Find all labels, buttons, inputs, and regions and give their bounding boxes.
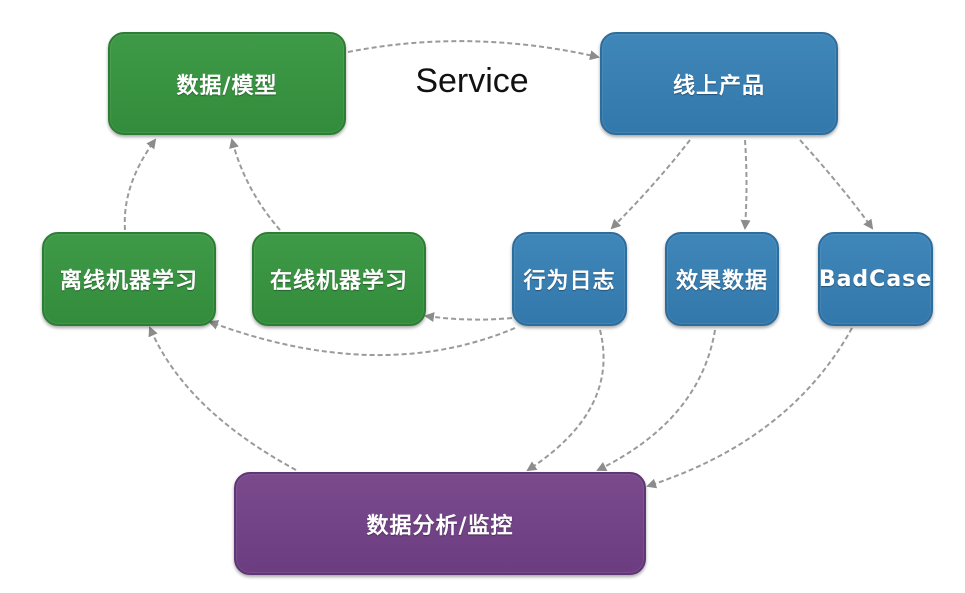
edge-online-product-to-effect-data (740, 139, 751, 230)
node-analysis-monitor-label: 数据分析/监控 (366, 513, 514, 539)
node-online-product-label: 线上产品 (672, 73, 765, 99)
edge-behavior-log-to-offline-ml (208, 320, 516, 356)
node-online-ml: 在线机器学习 (252, 232, 426, 326)
edge-behavior-log-to-online-ml (424, 312, 513, 323)
edge-online-product-to-badcase (799, 139, 874, 230)
edge-online-product-to-behavior-log (610, 139, 691, 230)
node-effect-data: 效果数据 (665, 232, 779, 326)
edge-offline-ml-to-datamodel (123, 138, 157, 231)
node-online-ml-label: 在线机器学习 (269, 269, 408, 294)
edge-online-ml-to-datamodel (229, 138, 281, 231)
node-badcase-label: BadCase (818, 266, 933, 292)
node-online-product: 线上产品 (600, 32, 838, 135)
node-data-model: 数据/模型 (108, 32, 346, 135)
node-offline-ml: 离线机器学习 (42, 232, 216, 326)
node-analysis-monitor: 数据分析/监控 (234, 472, 646, 575)
edge-badcase-to-analysis (646, 327, 853, 489)
node-offline-ml-label: 离线机器学习 (59, 269, 198, 294)
edge-analysis-to-offline-ml (148, 326, 297, 471)
edge-behavior-log-to-analysis (526, 329, 605, 472)
edge-effect-data-to-analysis (596, 329, 716, 471)
node-behavior-log: 行为日志 (512, 232, 627, 326)
node-behavior-log-label: 行为日志 (523, 269, 616, 294)
node-badcase: BadCase (818, 232, 933, 326)
node-effect-data-label: 效果数据 (675, 269, 768, 294)
service-label: Service (415, 62, 529, 100)
edge-datamodel-to-online-product (347, 40, 600, 61)
node-data-model-label: 数据/模型 (176, 73, 278, 99)
